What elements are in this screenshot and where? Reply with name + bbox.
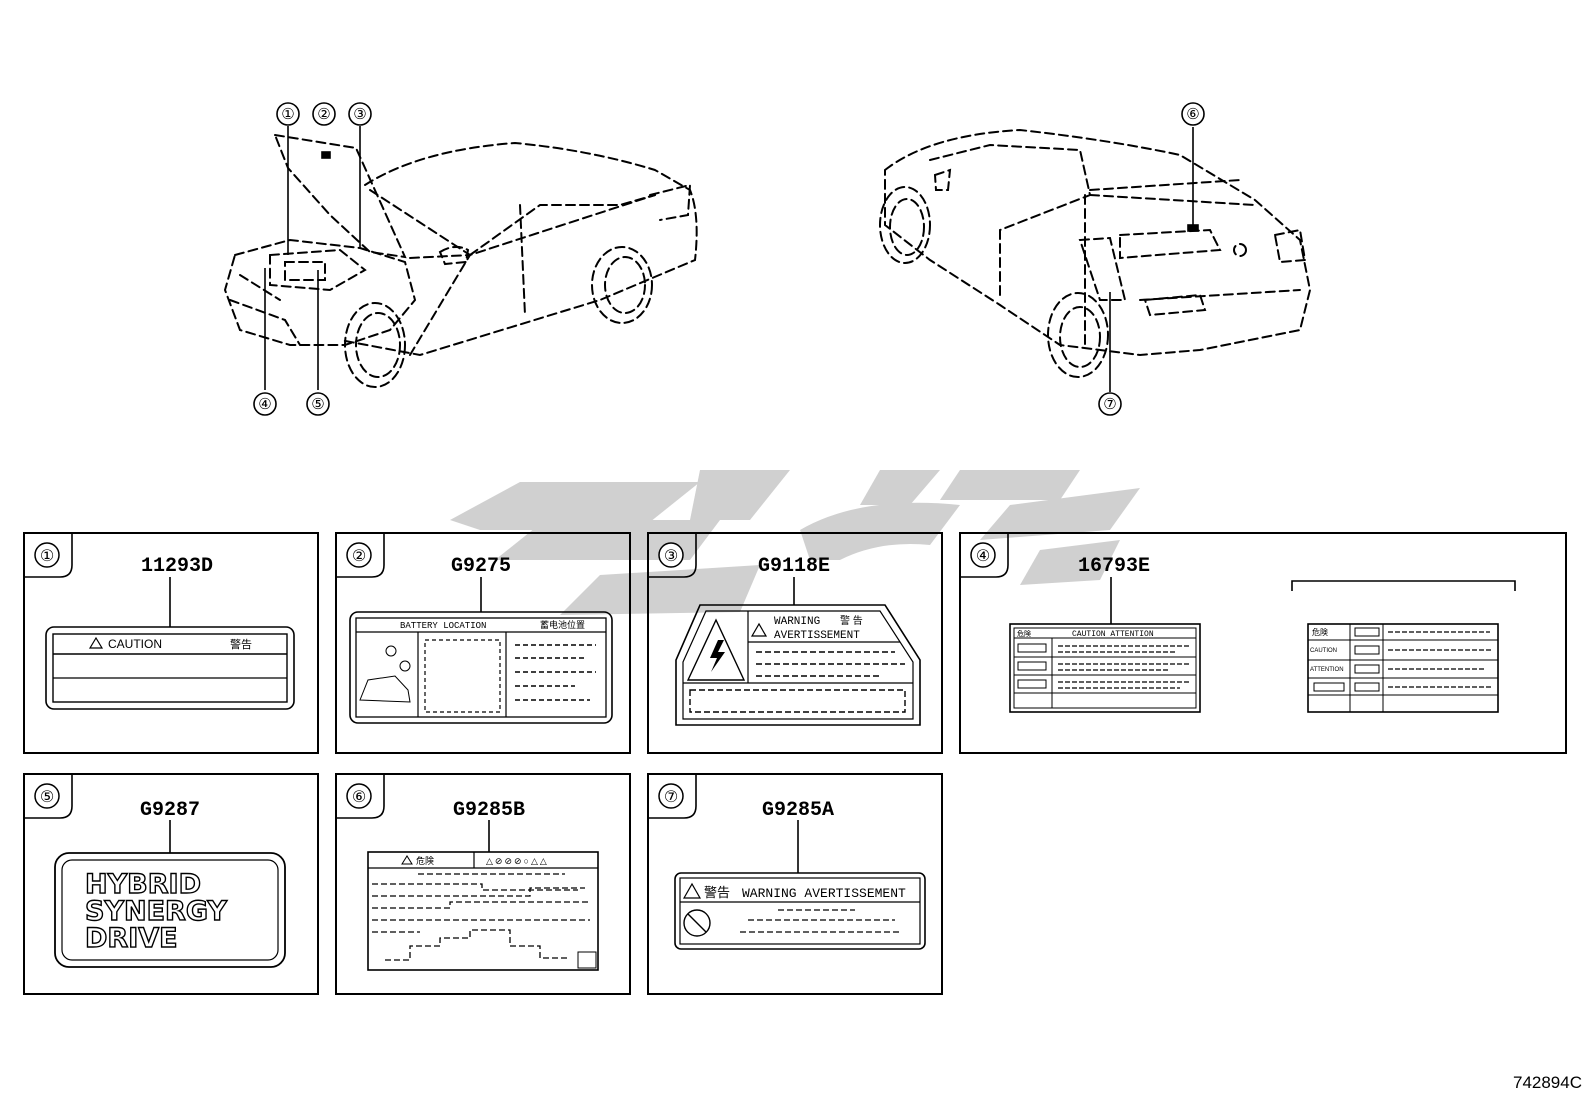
part-number-4: 16793E [1078, 555, 1150, 578]
label4-bracket [1291, 580, 1516, 591]
label-16793E-b: 危険 CAUTION ATTENTION [1307, 623, 1499, 713]
panel-4 [959, 532, 1567, 754]
callout-4: ④ [258, 396, 271, 413]
diagram-code: 742894C [1512, 1073, 1582, 1092]
label4a-title: CAUTION ATTENTION [1072, 630, 1154, 639]
callout-7: ⑦ [1103, 396, 1116, 413]
panel-5-number: ⑤ [40, 789, 54, 806]
label6-jp: 危険 [416, 855, 434, 866]
part-number-7: G9285A [762, 799, 834, 822]
callout-3: ③ [353, 106, 366, 123]
panel-1-number: ① [40, 548, 54, 565]
watermark-logo [450, 470, 1140, 615]
label-G9287: HYBRID SYNERGY DRIVE [54, 852, 286, 968]
panel-1 [23, 532, 319, 754]
hybrid-line2: SYNERGY [85, 896, 227, 927]
label4b-row2: ATTENTION [1310, 667, 1344, 673]
label-G9285B: 危険 △⊘⊘⊘○△△ [367, 851, 599, 971]
label4b-jp: 危険 [1312, 627, 1328, 637]
battery-jp: 蓄电池位置 [540, 619, 585, 630]
callout-markers [253, 102, 1205, 416]
part-number-1: 11293D [141, 555, 213, 578]
hybrid-line3: DRIVE [85, 923, 178, 954]
panel-2 [335, 532, 631, 754]
panel-6-number: ⑥ [352, 789, 366, 806]
label6-symbols: △⊘⊘⊘○△△ [486, 856, 549, 866]
caution-title: CAUTION [108, 637, 162, 651]
label-G9118E: WARNING 警 告 AVERTISSEMENT [675, 604, 921, 726]
callout-2: ② [317, 106, 330, 123]
label-11293D: CAUTION 警告 [45, 626, 295, 710]
part-number-6: G9285B [453, 799, 525, 822]
warning-line2: AVERTISSEMENT [774, 630, 860, 642]
label7-jp: 警告 [704, 885, 730, 900]
caution-jp: 警告 [230, 637, 252, 651]
callout-6: ⑥ [1186, 106, 1199, 123]
panel-3 [647, 532, 943, 754]
warning-jp: 警 告 [840, 614, 863, 627]
panel-6 [335, 773, 631, 995]
panel-4-number: ④ [976, 548, 990, 565]
part-number-2: G9275 [451, 555, 511, 578]
front-car-illustration [223, 133, 698, 388]
callout-1: ① [281, 106, 294, 123]
label7-title: WARNING AVERTISSEMENT [742, 886, 906, 901]
label-16793E-a: 危険 CAUTION ATTENTION [1009, 623, 1201, 713]
label4b-row1: CAUTION [1310, 648, 1337, 654]
panel-2-number: ② [352, 548, 366, 565]
callout-5: ⑤ [311, 396, 324, 413]
panel-7 [647, 773, 943, 995]
label-G9275: BATTERY LOCATION 蓄电池位置 [349, 611, 613, 724]
battery-title: BATTERY LOCATION [400, 621, 486, 631]
panel-3-number: ③ [664, 548, 678, 565]
hybrid-line1: HYBRID [85, 869, 201, 900]
panel-7-number: ⑦ [664, 789, 678, 806]
label-G9285A: 警告 WARNING AVERTISSEMENT [674, 872, 926, 950]
part-number-5: G9287 [140, 799, 200, 822]
rear-callout-leaders [1109, 127, 1199, 392]
front-callout-leaders [264, 126, 361, 390]
panel-5 [23, 773, 319, 995]
label4a-jp: 危険 [1017, 629, 1031, 638]
rear-car-illustration [879, 128, 1312, 378]
part-number-3: G9118E [758, 555, 830, 578]
warning-line1: WARNING [774, 616, 820, 628]
